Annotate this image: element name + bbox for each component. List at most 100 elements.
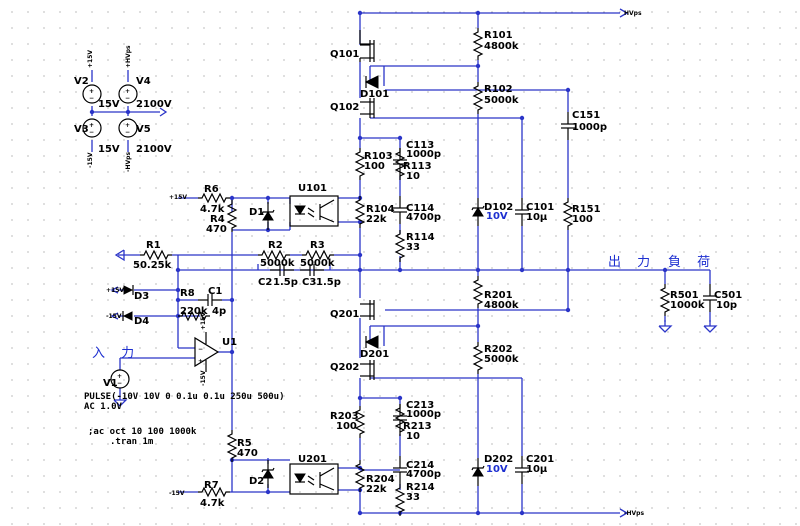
diode-d101 bbox=[364, 75, 379, 89]
ref-r501: R501 bbox=[670, 290, 699, 301]
value-r1: 50.25k bbox=[133, 260, 172, 271]
optocoupler-u101 bbox=[289, 195, 339, 227]
junction-dot bbox=[265, 195, 271, 201]
svg-text:+: + bbox=[198, 358, 203, 365]
directive-tran: .tran 1m bbox=[110, 437, 154, 447]
ref-v3: V3 bbox=[74, 124, 89, 135]
resistor-r1 bbox=[139, 250, 173, 260]
ground-symbol bbox=[703, 319, 717, 333]
value-v2: 15V bbox=[98, 99, 120, 110]
ref-c2: C2 bbox=[258, 277, 272, 288]
resistor-r5 bbox=[227, 429, 237, 463]
ref-c214: C214 bbox=[406, 460, 434, 471]
net-label-minus-hvps: -HVps bbox=[624, 510, 644, 517]
ref-r4: R4 bbox=[210, 214, 225, 225]
value-r103: 100 bbox=[364, 161, 385, 172]
ref-r213: R213 bbox=[403, 421, 432, 432]
value-c214: 4700p bbox=[406, 469, 441, 480]
value-r6: 4.7k bbox=[200, 204, 225, 215]
value-r102: 5000k bbox=[484, 95, 519, 106]
value-c213: 1000p bbox=[406, 409, 441, 420]
ref-u1: U1 bbox=[222, 337, 237, 348]
ref-v5: V5 bbox=[136, 124, 151, 135]
ref-r7: R7 bbox=[204, 480, 219, 491]
ref-q102: Q102 bbox=[330, 102, 359, 113]
diode-d3 bbox=[123, 285, 134, 295]
net-label-opamp-p15: +15V bbox=[200, 312, 207, 330]
junction-dot bbox=[662, 267, 668, 273]
junction-dot bbox=[565, 87, 571, 93]
junction-dot bbox=[475, 267, 481, 273]
value-r114: 33 bbox=[406, 242, 420, 253]
resistor-r101 bbox=[473, 27, 483, 61]
source-v4 bbox=[118, 84, 138, 104]
ref-r151: R151 bbox=[572, 204, 601, 215]
ref-r214: R214 bbox=[406, 482, 435, 493]
value-v4: 2100V bbox=[136, 99, 172, 110]
value-c2: 1.5p bbox=[273, 277, 298, 288]
mosfet-q102 bbox=[360, 98, 375, 118]
junction-dot bbox=[357, 252, 363, 258]
net-label-m15-r7: -15V bbox=[169, 490, 185, 497]
value-r203: 100 bbox=[336, 421, 357, 432]
net-label-p15-r6: +15V bbox=[169, 194, 187, 201]
ref-r103: R103 bbox=[364, 151, 393, 162]
junction-dot bbox=[397, 395, 403, 401]
zener-d102 bbox=[471, 197, 485, 227]
resistor-r501 bbox=[660, 283, 670, 317]
capacitor-c114 bbox=[392, 195, 408, 225]
value-v5: 2100V bbox=[136, 144, 172, 155]
value-r8: 220k bbox=[180, 306, 208, 317]
ref-d101: D101 bbox=[360, 89, 389, 100]
net-label-v5: -HVps bbox=[125, 152, 132, 172]
junction-dot bbox=[519, 267, 525, 273]
ref-r113: R113 bbox=[403, 161, 432, 172]
ground-symbol bbox=[658, 319, 672, 333]
value-c151: 1000p bbox=[572, 122, 607, 133]
junction-dot bbox=[357, 395, 363, 401]
junction-dot bbox=[125, 109, 131, 115]
value-c101: 10µ bbox=[526, 212, 548, 223]
output-label: 出 力 bbox=[608, 255, 656, 270]
value-r101: 4800k bbox=[484, 41, 519, 52]
input-label: 入 力 bbox=[92, 346, 140, 361]
value-v3: 15V bbox=[98, 144, 120, 155]
ref-c101: C101 bbox=[526, 202, 554, 213]
junction-dot bbox=[519, 115, 525, 121]
source-v5 bbox=[118, 118, 138, 138]
ref-v1: V1 bbox=[103, 378, 118, 389]
ref-r5: R5 bbox=[237, 438, 252, 449]
value-d102: 10V bbox=[486, 211, 508, 222]
value-r4: 470 bbox=[206, 224, 227, 235]
resistor-r102 bbox=[473, 81, 483, 115]
junction-dot bbox=[397, 135, 403, 141]
value-r7: 4.7k bbox=[200, 498, 225, 509]
resistor-r201 bbox=[473, 275, 483, 309]
junction-dot bbox=[475, 10, 481, 16]
value-r202: 5000k bbox=[484, 354, 519, 365]
ref-d202: D202 bbox=[484, 454, 513, 465]
ref-v2: V2 bbox=[74, 76, 89, 87]
diode-d4 bbox=[122, 311, 133, 321]
net-label-v4: +HVps bbox=[125, 45, 132, 68]
value-c114: 4700p bbox=[406, 212, 441, 223]
ref-c201: C201 bbox=[526, 454, 554, 465]
value-r5: 470 bbox=[237, 448, 258, 459]
value-d202: 10V bbox=[486, 464, 508, 475]
ref-r203: R203 bbox=[330, 411, 359, 422]
net-label-m15-d4: -15V bbox=[106, 313, 122, 320]
directive-ac: ;ac oct 10 100 1000k bbox=[88, 427, 197, 437]
ref-c3: C3 bbox=[302, 277, 316, 288]
net-label-hvps: HVps bbox=[624, 10, 642, 17]
ref-c501: C501 bbox=[714, 290, 742, 301]
junction-dot bbox=[265, 489, 271, 495]
ref-d1: D1 bbox=[249, 207, 264, 218]
value-r2: 5000k bbox=[260, 258, 295, 269]
junction-dot bbox=[175, 267, 181, 273]
value-r113: 10 bbox=[406, 171, 420, 182]
value-v1: PULSE(-10V 10V 0 0.1u 0.1u 250u 500u) bbox=[84, 392, 284, 402]
ref-d4: D4 bbox=[134, 316, 149, 327]
value-r204: 22k bbox=[366, 484, 387, 495]
resistor-r6 bbox=[197, 193, 231, 203]
